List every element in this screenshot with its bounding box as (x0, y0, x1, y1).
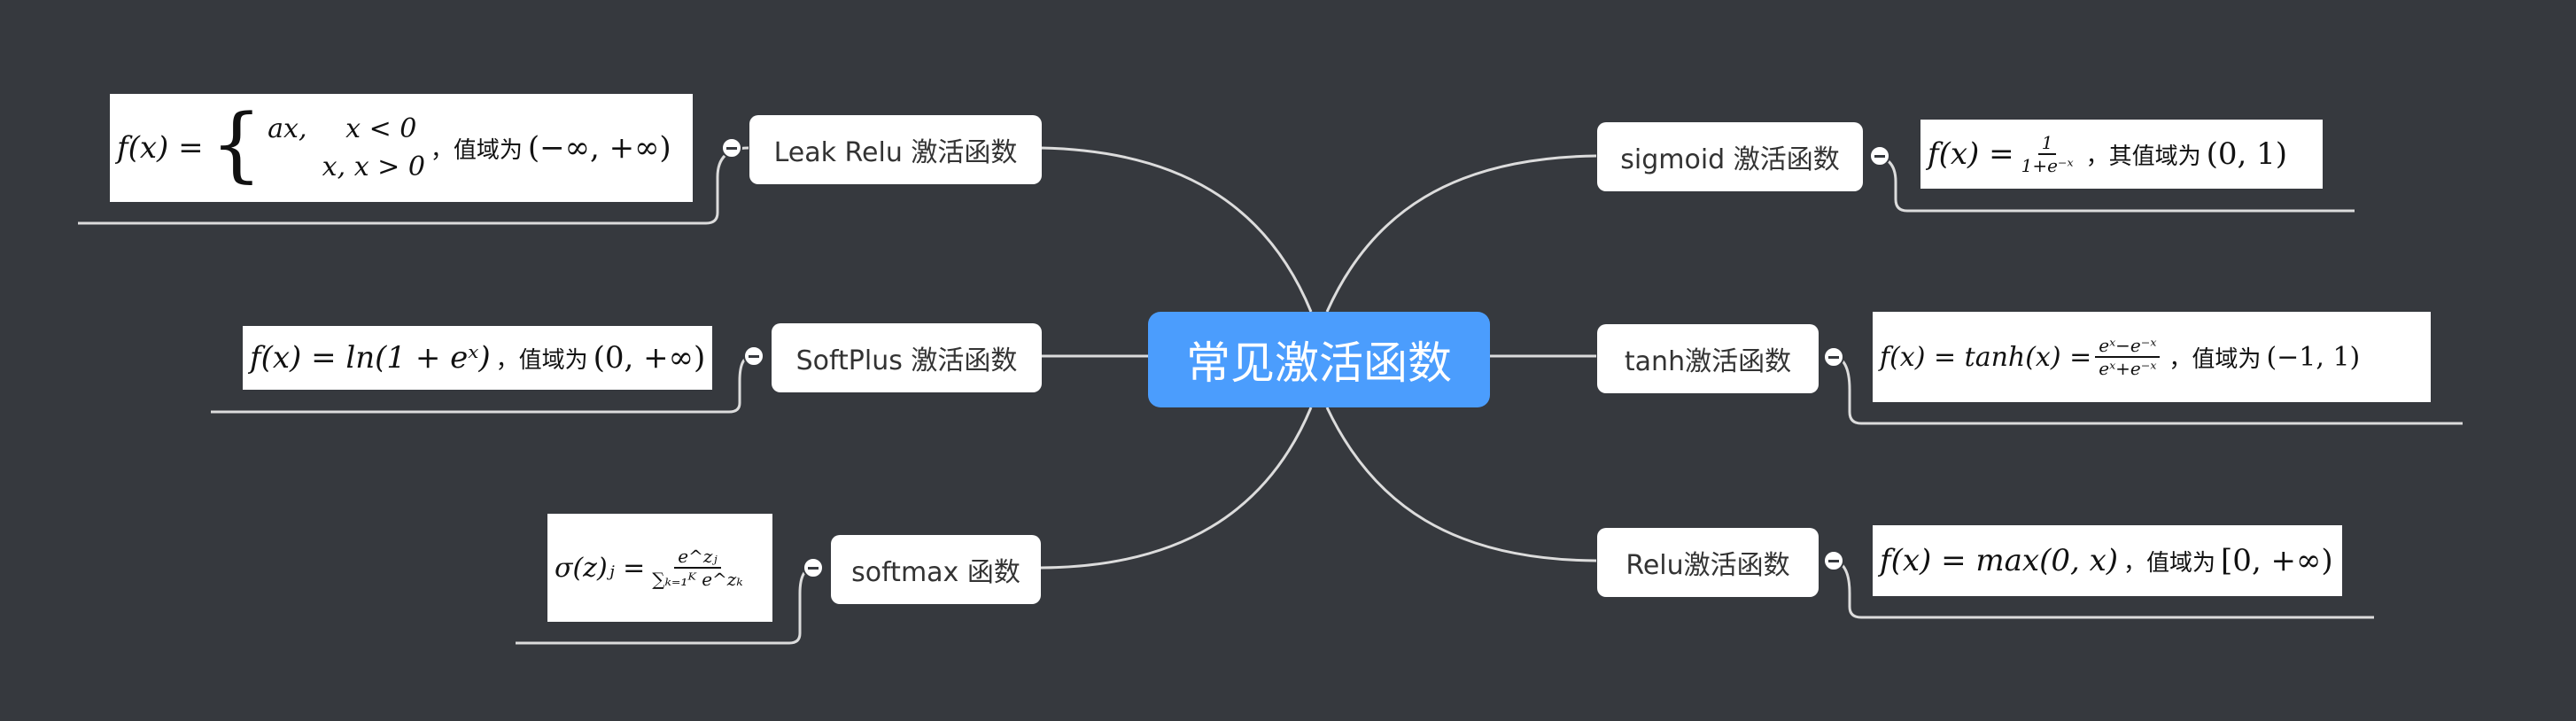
collapse-toggle-softplus[interactable] (743, 345, 764, 367)
connector-relu (1325, 407, 1597, 562)
fraction: eˣ−e⁻ˣ eˣ+e⁻ˣ (2095, 335, 2161, 379)
collapse-toggle-sigmoid[interactable] (1869, 145, 1890, 167)
collapse-toggle-tanh[interactable] (1823, 346, 1844, 368)
piecewise-cases: ax,x < 0 x, x > 0 (268, 112, 425, 183)
node-sigmoid[interactable]: sigmoid 激活函数 (1597, 122, 1863, 191)
formula-leak-relu: f(x) = { ax,x < 0 x, x > 0 ，值域为 (−∞, +∞) (110, 94, 693, 202)
node-tanh[interactable]: tanh激活函数 (1597, 324, 1819, 393)
formula-tanh: f(x) = tanh(x) = eˣ−e⁻ˣ eˣ+e⁻ˣ ，值域为 (−1,… (1873, 312, 2431, 402)
formula-softmax: σ(z)ⱼ = e^zⱼ ∑ₖ₌₁ᴷ e^zₖ (547, 514, 772, 622)
connector-softmax (1040, 407, 1313, 570)
collapse-toggle-leak-relu[interactable] (721, 137, 742, 159)
left-brace: { (210, 97, 263, 191)
node-softplus[interactable]: SoftPlus 激活函数 (772, 323, 1042, 392)
collapse-toggle-relu[interactable] (1823, 550, 1844, 571)
formula-relu: f(x) = max(0, x) ，值域为 [0, +∞) (1873, 525, 2342, 596)
collapse-toggle-softmax[interactable] (803, 557, 824, 578)
formula-sigmoid: f(x) = 1 1+e⁻ˣ ，其值域为 (0, 1) (1920, 120, 2323, 189)
node-relu[interactable]: Relu激活函数 (1597, 528, 1819, 597)
fraction: 1 1+e⁻ˣ (2021, 132, 2074, 176)
fraction: e^zⱼ ∑ₖ₌₁ᴷ e^zₖ (652, 546, 743, 590)
connector-sigmoid (1325, 154, 1597, 313)
node-leak-relu[interactable]: Leak Relu 激活函数 (749, 115, 1042, 184)
connector-leak-relu (1040, 146, 1313, 313)
root-node[interactable]: 常见激活函数 (1148, 312, 1490, 407)
formula-softplus: f(x) = ln(1 + eˣ) ，值域为 (0, +∞) (243, 326, 712, 390)
node-softmax[interactable]: softmax 函数 (831, 535, 1041, 604)
